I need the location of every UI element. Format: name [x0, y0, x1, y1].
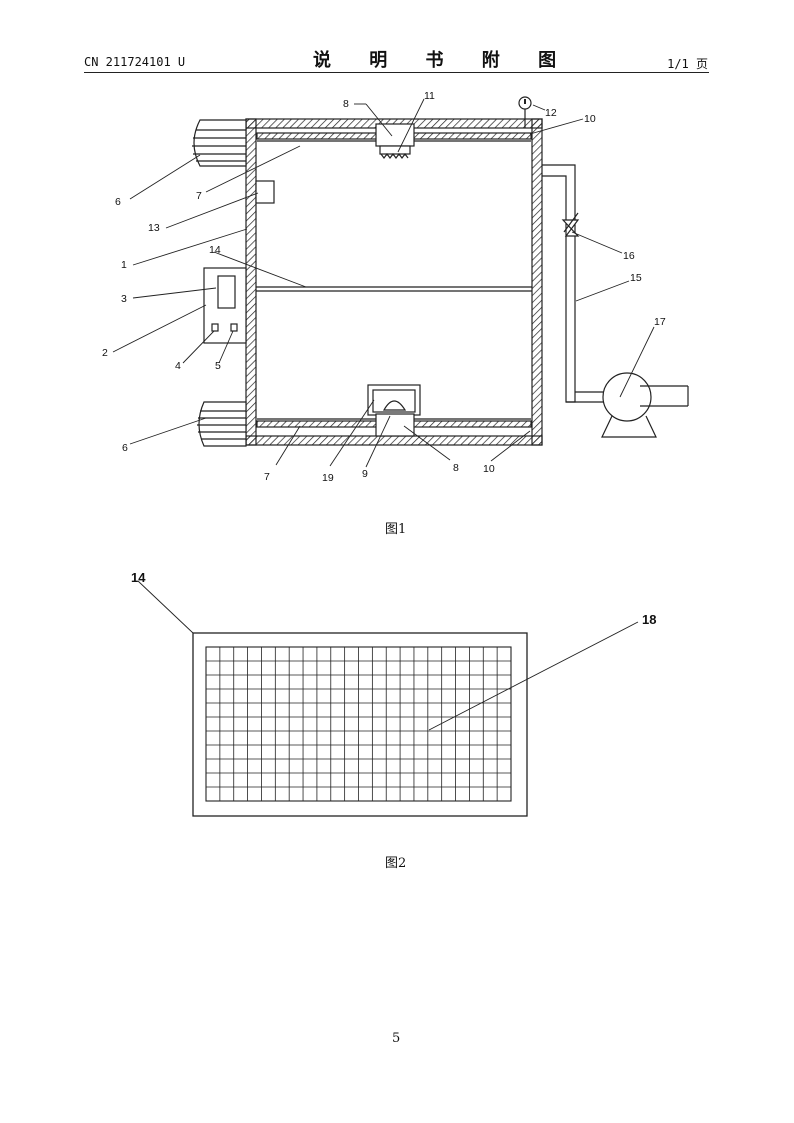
label-10-bottom: 10: [483, 463, 495, 475]
label-6-top: 6: [115, 196, 121, 208]
figure-1: [112, 96, 689, 468]
figure-1-labels: 6 6 7 7 13 1 3 2 4 5 14 8 11 12 10 16 15…: [102, 90, 666, 484]
label-11: 11: [424, 90, 435, 102]
header-rule: [84, 72, 709, 73]
label-4: 4: [175, 360, 181, 372]
label-2: 2: [102, 347, 108, 359]
document-number: CN 211724101 U: [84, 55, 186, 69]
figure-1-caption: 图1: [385, 522, 407, 537]
label-13: 13: [148, 222, 160, 234]
sensor-box: [255, 180, 275, 204]
label-14: 14: [209, 244, 221, 256]
label-10-top: 10: [584, 113, 596, 125]
figure-2: [137, 580, 639, 817]
label-17: 17: [654, 316, 666, 328]
label-15: 15: [630, 272, 642, 284]
label-3: 3: [121, 293, 127, 305]
tank-wall-right: [531, 118, 543, 446]
label-8-bottom: 8: [453, 462, 459, 474]
label-5: 5: [215, 360, 221, 372]
display-screen: [217, 275, 236, 309]
outlet-pipe: [542, 164, 576, 403]
control-panel: [203, 267, 247, 344]
top-carriage: [375, 123, 415, 147]
roller-bottom: [198, 401, 247, 447]
bottom-carriage: [375, 413, 415, 437]
label-18: 18: [642, 612, 656, 627]
label-6-bottom: 6: [122, 442, 128, 454]
label-16: 16: [623, 250, 635, 262]
roller-top: [193, 119, 247, 167]
pump: [602, 372, 652, 422]
label-7-top: 7: [196, 190, 202, 202]
label-8-top: 8: [343, 98, 349, 110]
label-9: 9: [362, 468, 368, 480]
filter-mesh-grid: [206, 647, 511, 801]
filter-frame-outer: [192, 632, 528, 817]
label-1: 1: [121, 259, 127, 271]
pump-base: [601, 415, 657, 438]
page-info: 1/1 页: [667, 57, 708, 71]
section-title: 说 明 书 附 图: [313, 50, 573, 71]
label-14-fig2: 14: [131, 570, 146, 585]
label-12: 12: [545, 107, 557, 119]
label-19: 19: [322, 472, 334, 484]
figure-2-caption: 图2: [385, 856, 407, 871]
tank-wall-bottom: [245, 435, 543, 446]
page-number: 5: [392, 1031, 401, 1046]
button-5: [230, 323, 238, 332]
label-7-bottom: 7: [264, 471, 270, 483]
button-4: [211, 323, 219, 332]
